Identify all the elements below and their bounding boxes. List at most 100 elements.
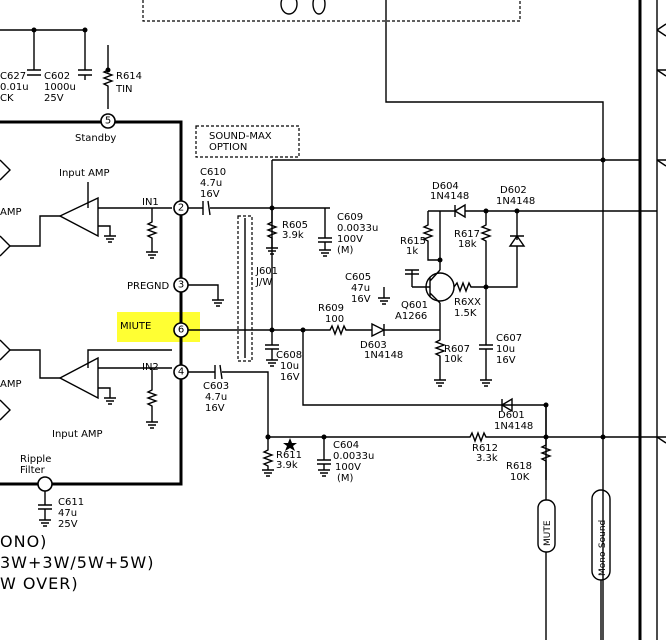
sound-max-option-label: OPTION: [209, 142, 247, 153]
r607-label: R607: [444, 344, 470, 355]
c602-label: C602: [44, 71, 70, 82]
r605-value: 3.9k: [282, 230, 304, 241]
r614-value: TIN: [115, 84, 133, 95]
c609-label: C609: [337, 212, 363, 223]
top-dashed-box: [142, 0, 521, 22]
r615-label: R615: [400, 236, 426, 247]
input-amp-bottom-label: Input AMP: [52, 429, 103, 440]
c610-voltage: 16V: [200, 189, 220, 200]
mono-line-2: 3W+3W/5W+5W): [0, 553, 154, 572]
c611-voltage: 25V: [58, 519, 78, 530]
c607-value: 10u: [496, 344, 515, 355]
r605-label: R605: [282, 220, 308, 231]
amp-bottom-label: AMP: [0, 379, 22, 390]
input-amp-top-label: Input AMP: [59, 168, 110, 179]
sound-max-label: SOUND-MAX: [209, 131, 272, 142]
c604-label: C604: [333, 440, 359, 451]
r612-value: 3.3k: [476, 453, 498, 464]
r611-value: 3.9k: [276, 460, 298, 471]
c605-voltage: 16V: [351, 294, 371, 305]
c608-label: C608: [276, 350, 302, 361]
d602-label: D602: [500, 185, 527, 196]
c602-voltage: 25V: [44, 93, 64, 104]
amp-top-label: AMP: [0, 207, 22, 218]
svg-text:3: 3: [178, 280, 184, 291]
svg-text:2: 2: [178, 203, 184, 214]
c611-value: 47u: [58, 508, 77, 519]
r609-value: 100: [325, 314, 344, 325]
c609-value: 0.0033u: [337, 223, 378, 234]
d603-label: D603: [360, 340, 387, 351]
in2-label: IN2: [142, 362, 159, 373]
d604-label: D604: [432, 181, 459, 192]
pin-4: 4: [173, 364, 189, 380]
r607-value: 10k: [444, 354, 463, 365]
pin-2: 2: [173, 200, 189, 216]
input-amp-top-triangle: [58, 196, 99, 238]
r617-value: 18k: [458, 239, 477, 250]
mono-line-1: ONO): [0, 532, 47, 551]
c603-label: C603: [203, 381, 229, 392]
c627-value: 0.01u: [0, 82, 29, 93]
c605-value: 47u: [351, 283, 370, 294]
c627-suffix: CK: [0, 93, 14, 104]
j601-label: J601: [255, 266, 278, 277]
c611-label: C611: [58, 497, 84, 508]
c609-tolerance: (M): [337, 245, 354, 256]
c608-value: 10u: [280, 361, 299, 372]
c605-label: C605: [345, 272, 371, 283]
ripple-label: Ripple: [20, 454, 51, 465]
d603-value: 1N4148: [364, 350, 403, 361]
sound-max-box: [195, 125, 300, 158]
mono-sound-vertical-label: Mono-Sound: [598, 520, 608, 576]
c610-value: 4.7u: [200, 178, 222, 189]
c604-value: 0.0033u: [333, 451, 374, 462]
c608-voltage: 16V: [280, 372, 300, 383]
r615-value: 1k: [406, 246, 418, 257]
r609-label: R609: [318, 303, 344, 314]
r618-label: R618: [506, 461, 532, 472]
c607-voltage: 16V: [496, 355, 516, 366]
r617-label: R617: [454, 229, 480, 240]
c603-voltage: 16V: [205, 403, 225, 414]
in1-label: IN1: [142, 197, 159, 208]
mute-label: MIUTE: [120, 321, 151, 332]
pin-5: 5: [100, 113, 116, 129]
mute-vertical-label: MUTE: [543, 520, 553, 546]
d601-label: D601: [498, 410, 525, 421]
q601-label: Q601: [401, 300, 428, 311]
pin-6: 6: [173, 322, 189, 338]
c604-voltage: 100V: [335, 462, 361, 473]
filter-label: Filter: [20, 465, 46, 476]
c602-value: 1000u: [44, 82, 76, 93]
standby-label: Standby: [75, 133, 116, 144]
ic-block-outline: [0, 120, 183, 486]
pregnd-label: PREGND: [127, 281, 170, 292]
j601-box: [237, 215, 253, 362]
svg-text:6: 6: [178, 325, 184, 336]
d604-value: 1N4148: [430, 191, 469, 202]
c627-label: C627: [0, 71, 26, 82]
r6xx-label: R6XX: [454, 297, 481, 308]
d602-value: 1N4148: [496, 196, 535, 207]
d601-value: 1N4148: [494, 421, 533, 432]
r612-label: R612: [472, 443, 498, 454]
mono-line-3: W OVER): [0, 574, 79, 593]
q601-value: A1266: [395, 311, 427, 322]
r611-label: R611: [276, 450, 302, 461]
input-amp-bottom-triangle: [58, 356, 99, 400]
r614-label: R614: [116, 71, 142, 82]
j601-value: J/W: [255, 277, 272, 288]
svg-text:4: 4: [178, 367, 184, 378]
star-mark: [283, 438, 297, 451]
c604-tolerance: (M): [337, 473, 354, 484]
c607-label: C607: [496, 333, 522, 344]
r618-value: 10K: [510, 472, 530, 483]
svg-text:5: 5: [105, 116, 111, 127]
pin-3: 3: [173, 277, 189, 293]
r6xx-value: 1.5K: [454, 308, 477, 319]
c609-voltage: 100V: [337, 234, 363, 245]
c610-label: C610: [200, 167, 226, 178]
c603-value: 4.7u: [205, 392, 227, 403]
